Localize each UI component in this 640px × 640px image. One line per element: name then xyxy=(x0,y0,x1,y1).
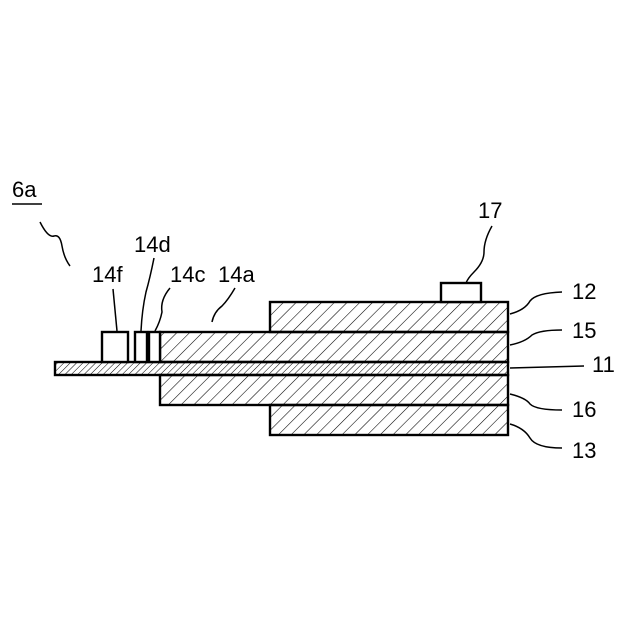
component-17 xyxy=(441,283,481,302)
leader-11 xyxy=(510,366,584,368)
layer-11-substrate xyxy=(55,362,508,375)
layer-12 xyxy=(270,302,508,332)
layer-16 xyxy=(160,375,508,405)
label-17: 17 xyxy=(478,198,502,223)
label-14d: 14d xyxy=(134,232,171,257)
layer-15 xyxy=(160,332,508,362)
leader-14a xyxy=(212,288,235,322)
leader-16 xyxy=(510,394,562,410)
leader-15 xyxy=(510,330,562,345)
label-13: 13 xyxy=(572,438,596,463)
assembly-leader xyxy=(40,222,70,266)
label-11: 11 xyxy=(592,352,615,377)
leader-17 xyxy=(466,226,492,283)
label-14c: 14c xyxy=(170,262,205,287)
label-14f: 14f xyxy=(92,262,123,287)
terminal-14d xyxy=(135,332,147,362)
label-12: 12 xyxy=(572,279,596,304)
leader-14d xyxy=(141,258,154,331)
layer-13 xyxy=(270,405,508,435)
leader-14f xyxy=(113,289,117,331)
leader-13 xyxy=(510,424,562,448)
leader-12 xyxy=(510,292,562,314)
label-15: 15 xyxy=(572,318,596,343)
terminal-14f xyxy=(102,332,128,362)
label-14a: 14a xyxy=(218,262,255,287)
leader-14c xyxy=(155,288,170,331)
assembly-label: 6a xyxy=(12,177,37,202)
label-16: 16 xyxy=(572,397,596,422)
terminal-14c xyxy=(149,332,160,362)
